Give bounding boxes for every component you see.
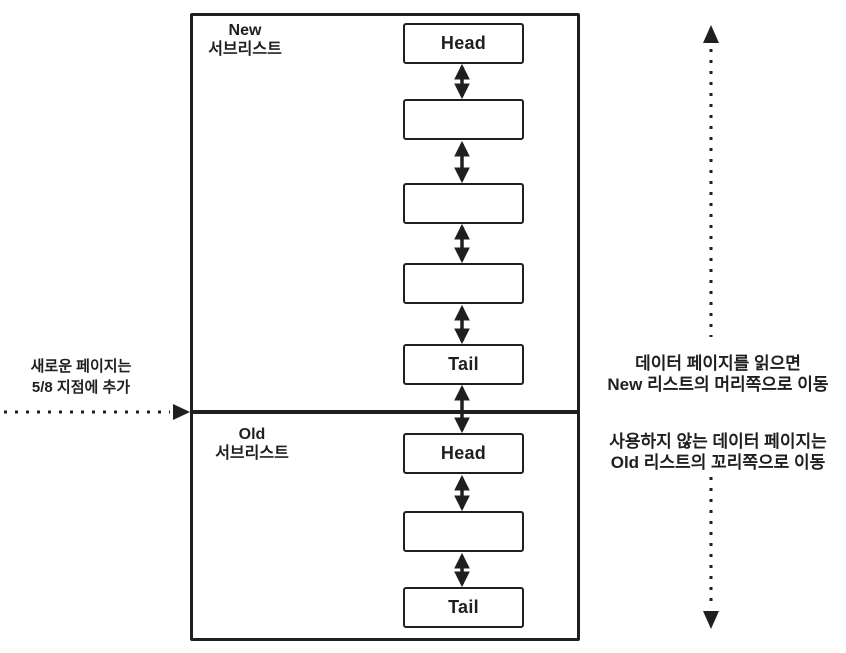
node-label: Head bbox=[440, 443, 487, 463]
page-read-note-line2: New 리스트의 머리쪽으로 이동 bbox=[607, 375, 829, 394]
vertical-dotted-double-arrow bbox=[703, 25, 719, 629]
unused-page-note-line2: Old 리스트의 꼬리쪽으로 이동 bbox=[610, 453, 826, 472]
unused-page-note: 사용하지 않는 데이터 페이지는 Old 리스트의 꼬리쪽으로 이동 bbox=[588, 431, 846, 473]
insertion-point-note-line1: 새로운 페이지는 bbox=[30, 358, 132, 375]
new-mid-node-3 bbox=[403, 263, 524, 304]
insertion-point-dotted-arrow bbox=[4, 404, 190, 420]
old-sublist-label-line1: Old bbox=[238, 426, 266, 443]
right-arrowhead-icon bbox=[173, 404, 190, 420]
new-mid-node-1 bbox=[403, 99, 524, 140]
new-sublist-label-line1: New bbox=[228, 22, 262, 39]
lru-list-container bbox=[190, 13, 580, 641]
new-tail-node: Tail bbox=[403, 344, 524, 385]
page-read-note: 데이터 페이지를 읽으면 New 리스트의 머리쪽으로 이동 bbox=[588, 353, 846, 395]
node-label: Tail bbox=[448, 597, 479, 617]
insertion-point-note-line2: 5/8 지점에 추가 bbox=[31, 379, 131, 396]
old-sublist-label-line2: 서브리스트 bbox=[215, 445, 289, 462]
old-tail-node: Tail bbox=[403, 587, 524, 628]
old-sublist-label: Old 서브리스트 bbox=[197, 425, 307, 463]
new-sublist-label-line2: 서브리스트 bbox=[208, 41, 282, 58]
new-head-node: Head bbox=[403, 23, 524, 64]
unused-page-note-line1: 사용하지 않는 데이터 페이지는 bbox=[609, 432, 827, 451]
old-head-node: Head bbox=[403, 433, 524, 474]
new-sublist-label: New 서브리스트 bbox=[190, 21, 300, 59]
up-arrowhead-icon bbox=[703, 25, 719, 43]
node-label: Tail bbox=[448, 354, 479, 374]
new-mid-node-2 bbox=[403, 183, 524, 224]
down-arrowhead-icon bbox=[703, 611, 719, 629]
insertion-point-note: 새로운 페이지는 5/8 지점에 추가 bbox=[0, 356, 162, 398]
node-label: Head bbox=[440, 33, 487, 53]
page-read-note-line1: 데이터 페이지를 읽으면 bbox=[635, 354, 801, 373]
old-mid-node-1 bbox=[403, 511, 524, 552]
